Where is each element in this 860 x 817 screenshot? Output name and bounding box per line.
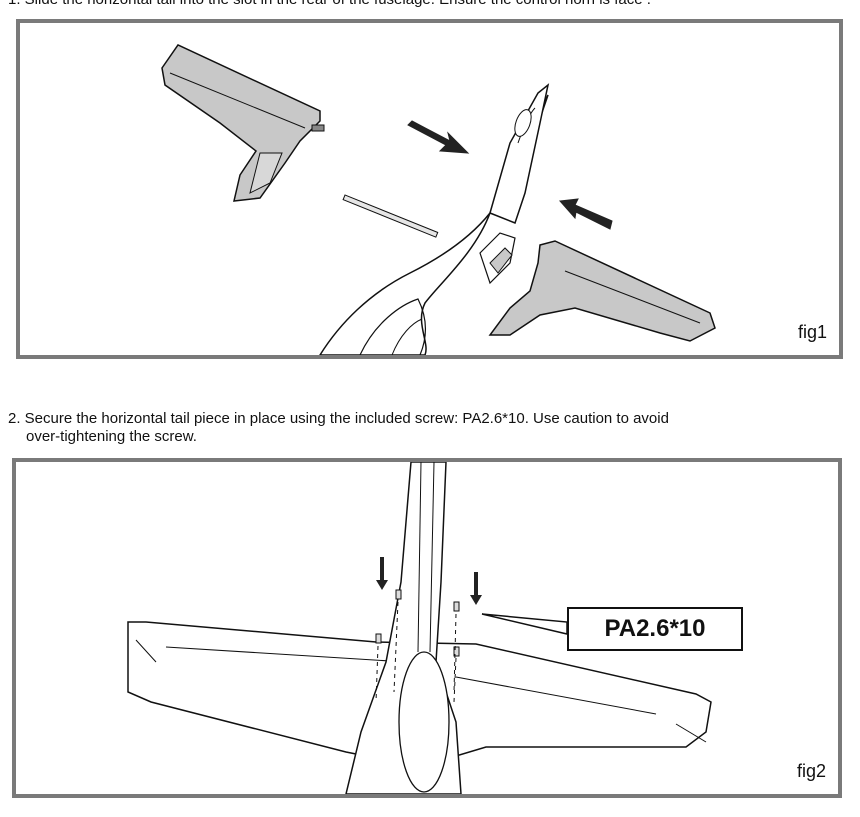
step2-line-1: 2. Secure the horizontal tail piece in p… <box>8 410 669 427</box>
step2-instruction: 2. Secure the horizontal tail piece in p… <box>8 410 669 446</box>
figure-1-panel: fig1 <box>16 19 843 359</box>
arrow-down-left <box>376 557 388 590</box>
screws <box>375 589 460 657</box>
step1-instruction: 1. Slide the horizontal tail into the sl… <box>8 0 651 8</box>
fig2-label: fig2 <box>796 761 826 781</box>
fig2-illustration <box>127 462 712 794</box>
screw-callout: PA2.6*10 <box>567 607 743 651</box>
right-horizontal-tail <box>488 240 716 342</box>
arrow-left <box>558 198 613 230</box>
vertical-fin <box>489 83 550 224</box>
step2-line-2: over-tightening the screw. <box>26 428 197 445</box>
fig1-label: fig1 <box>797 322 827 342</box>
arrow-right <box>407 120 470 154</box>
tail-rod <box>342 194 439 238</box>
fig1-illustration <box>161 44 716 355</box>
left-horizontal-tail <box>161 44 321 202</box>
arrow-down-right <box>470 572 482 605</box>
figure-2-panel: PA2.6*10 fig2 <box>12 458 842 798</box>
